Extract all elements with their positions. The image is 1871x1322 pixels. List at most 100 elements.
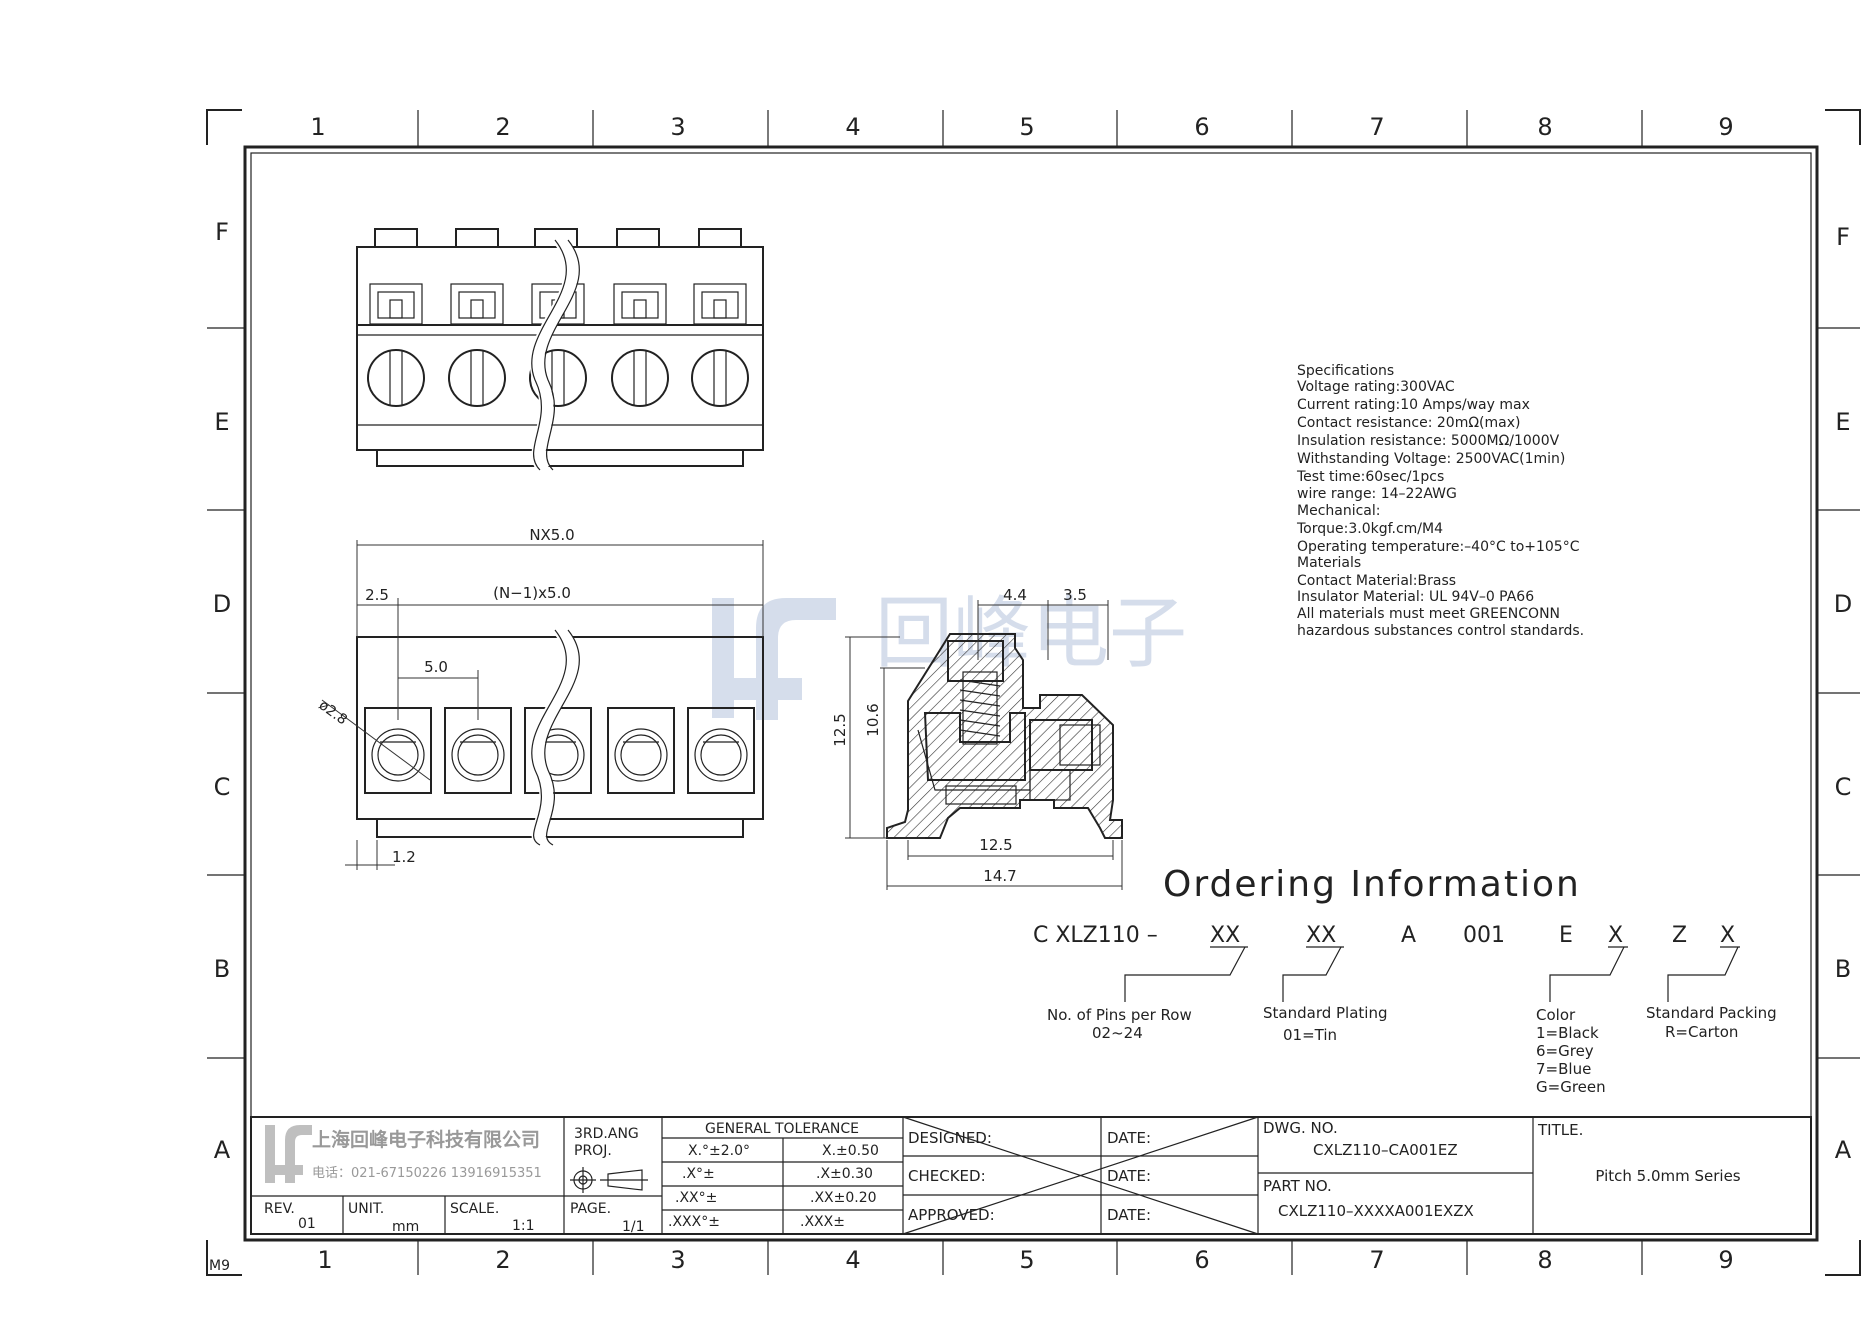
tol-right: .XX±0.20 (810, 1190, 877, 1206)
top-view-drawing: NX5.0 (N−1)x5.0 2.5 5.0 ø2.8 1.2 (316, 526, 764, 870)
designed-label: DESIGNED: (908, 1129, 992, 1147)
dim-height-inner: 10.6 (864, 703, 882, 736)
col-label: 7 (1369, 113, 1384, 141)
dim-pitch-span: (N−1)x5.0 (493, 584, 571, 602)
spec-line: Insulation resistance: 5000MΩ/1000V (1297, 433, 1560, 449)
pins-value: 02~24 (1092, 1024, 1143, 1042)
scale-value: 1:1 (512, 1218, 535, 1234)
dwg-no-label: DWG. NO. (1263, 1119, 1338, 1137)
code-color: X (1608, 923, 1623, 948)
row-label: B (214, 955, 230, 983)
side-view-drawing: 4.4 3.5 12.5 10.6 12.5 14.7 (831, 586, 1123, 890)
col-label: 4 (845, 113, 860, 141)
tol-left: .XX°± (675, 1190, 717, 1206)
row-label: D (213, 590, 231, 618)
row-ticks (207, 327, 1860, 1059)
spec-line: Test time:60sec/1pcs (1296, 469, 1444, 485)
tol-left: .XXX°± (668, 1214, 720, 1230)
code-pins: XX (1210, 923, 1240, 948)
projection-sub: PROJ. (574, 1143, 612, 1159)
dim-pitch: 5.0 (424, 658, 448, 676)
spec-line: Current rating:10 Amps/way max (1297, 397, 1530, 413)
title-block: 上海回峰电子科技有限公司 电话：021-67150226 13916915351… (250, 1116, 1812, 1235)
spec-line: Torque:3.0kgf.cm/M4 (1296, 521, 1443, 537)
row-labels-left: F E D C B A (213, 218, 231, 1164)
code-packing: X (1720, 923, 1735, 948)
col-label: 4 (845, 1246, 860, 1274)
packing-label: Standard Packing (1646, 1004, 1777, 1022)
watermark-logo-icon (712, 598, 836, 720)
page-label: PAGE. (570, 1201, 611, 1217)
plating-label: Standard Plating (1263, 1004, 1388, 1022)
ordering-title: Ordering Information (1163, 864, 1581, 905)
spec-line: Contact resistance: 20mΩ(max) (1297, 415, 1520, 431)
dim-height-total: 12.5 (831, 713, 849, 746)
specifications-block: Specifications Voltage rating:300VAC Cur… (1296, 363, 1584, 639)
packing-value: R=Carton (1665, 1023, 1738, 1041)
dim-side-a: 4.4 (1003, 586, 1027, 604)
col-label: 5 (1019, 1246, 1034, 1274)
projection-symbol-icon (570, 1167, 648, 1193)
color-value: G=Green (1536, 1078, 1606, 1096)
color-value: 6=Grey (1536, 1042, 1594, 1060)
title-value: Pitch 5.0mm Series (1595, 1167, 1740, 1185)
spec-line: Contact Material:Brass (1297, 573, 1456, 589)
color-value: 1=Black (1536, 1024, 1599, 1042)
page-value: 1/1 (622, 1219, 645, 1235)
code-e: E (1559, 923, 1573, 948)
unit-label: UNIT. (348, 1201, 384, 1217)
spec-line: wire range: 14–22AWG (1297, 486, 1457, 502)
tol-left: X.°±2.0° (688, 1143, 750, 1159)
scale-label: SCALE. (450, 1201, 499, 1217)
date-label: DATE: (1107, 1206, 1151, 1224)
col-label: 9 (1718, 113, 1733, 141)
dim-bottom: 1.2 (392, 848, 416, 866)
company-logo-icon (265, 1125, 312, 1183)
spec-line: Operating temperature:–40°C to+105°C (1297, 539, 1580, 555)
date-label: DATE: (1107, 1167, 1151, 1185)
dim-depth-total: 14.7 (983, 867, 1016, 885)
tol-right: .X±0.30 (816, 1166, 873, 1182)
col-label: 8 (1537, 113, 1552, 141)
dim-hole: ø2.8 (316, 697, 350, 728)
col-label: 3 (670, 1246, 685, 1274)
ordering-information: Ordering Information C XLZ110 – XX XX A … (1033, 864, 1777, 1096)
spec-line: Voltage rating:300VAC (1297, 379, 1455, 395)
dim-overall: NX5.0 (529, 526, 574, 544)
col-label: 1 (317, 1246, 332, 1274)
color-value: 7=Blue (1536, 1060, 1591, 1078)
title-label: TITLE. (1537, 1121, 1583, 1139)
spec-line: hazardous substances control standards. (1297, 623, 1584, 639)
col-label: 9 (1718, 1246, 1733, 1274)
rev-value: 01 (298, 1216, 316, 1232)
col-label: 6 (1194, 113, 1209, 141)
row-label: C (1835, 773, 1852, 801)
corner-mark-label: M9 (209, 1258, 230, 1274)
color-label: Color (1536, 1006, 1576, 1024)
row-label: E (1835, 408, 1850, 436)
dim-edge: 2.5 (365, 586, 389, 604)
row-label: C (214, 773, 231, 801)
spec-line: Mechanical: (1297, 503, 1381, 519)
col-label: 2 (495, 1246, 510, 1274)
col-label: 8 (1537, 1246, 1552, 1274)
tol-left: .X°± (682, 1166, 715, 1182)
dwg-no-value: CXLZ110–CA001EZ (1313, 1141, 1458, 1159)
column-ticks-bottom (417, 1240, 1643, 1275)
col-label: 6 (1194, 1246, 1209, 1274)
col-label: 1 (310, 113, 325, 141)
row-label: F (1836, 223, 1850, 251)
watermark-brand: 回峰电子 (875, 589, 1187, 679)
spec-line: Insulator Material: UL 94V–0 PA66 (1297, 589, 1534, 605)
code-plating: XX (1306, 923, 1336, 948)
col-label: 3 (670, 113, 685, 141)
column-labels-top: 1 2 3 4 5 6 7 8 9 (310, 113, 1733, 141)
dim-side-b: 3.5 (1063, 586, 1087, 604)
code-prefix: C XLZ110 – (1033, 923, 1158, 948)
pins-label: No. of Pins per Row (1047, 1006, 1192, 1024)
code-a: A (1401, 923, 1416, 948)
unit-value: mm (392, 1219, 419, 1235)
col-label: 5 (1019, 113, 1034, 141)
row-label: B (1835, 955, 1851, 983)
